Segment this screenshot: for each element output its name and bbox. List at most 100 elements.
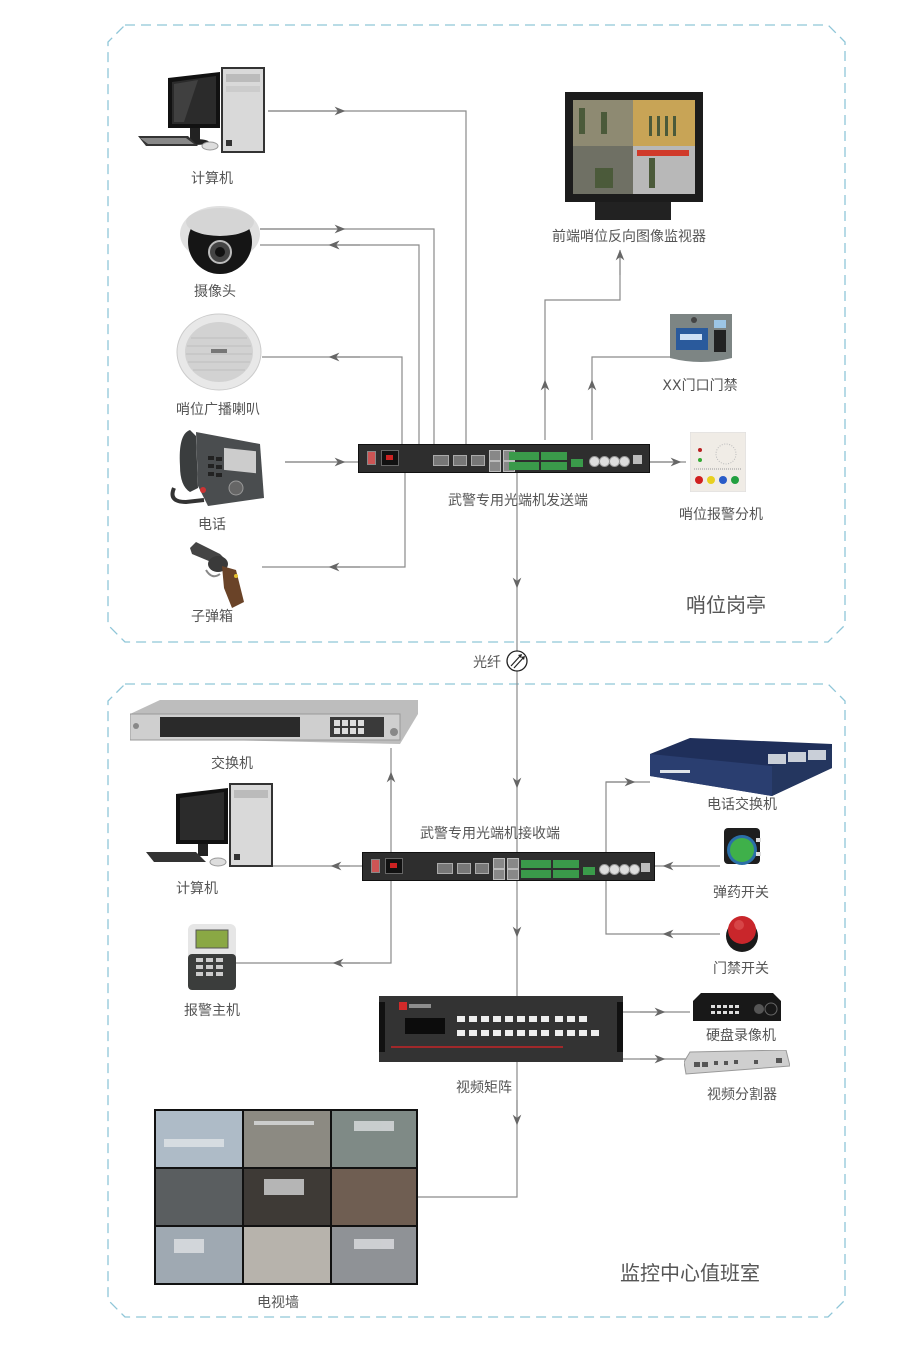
- network-switch-icon: [129, 700, 418, 744]
- video-splitter-device: [683, 1049, 791, 1078]
- front-monitor-label: 前端哨位反向图像监视器: [552, 229, 706, 245]
- ammo-box-device: [186, 540, 246, 610]
- alarm-extension-device: [689, 431, 747, 493]
- center-computer-device: [146, 782, 276, 870]
- power-switch: [367, 451, 376, 465]
- door-switch-device: [722, 910, 762, 954]
- tv-wall-device: [154, 1109, 418, 1285]
- dvr-device: [693, 993, 781, 1023]
- computer-label: 计算机: [191, 171, 233, 187]
- rj45-port-1: [493, 858, 505, 869]
- terminal-block-1: [521, 860, 551, 868]
- db9-port: [437, 863, 453, 874]
- terminal-block-4: [553, 870, 579, 878]
- door-access-device: [670, 314, 732, 364]
- phone-icon: [170, 430, 264, 506]
- video-splitter-icon: [683, 1049, 791, 1075]
- transmitter-device: [358, 444, 650, 473]
- video-splitter-label: 视频分割器: [707, 1087, 777, 1103]
- terminal-block-2: [509, 462, 539, 470]
- alarm-host-label: 报警主机: [184, 1003, 240, 1019]
- alarm-extension-icon: [689, 431, 747, 493]
- front-monitor-device: [565, 92, 703, 222]
- phone-switch-label: 电话交换机: [707, 797, 777, 813]
- alarm-host-device: [188, 924, 236, 990]
- dvr-icon: [693, 993, 781, 1021]
- power-socket: [385, 858, 403, 874]
- bnc-port-4: [629, 864, 640, 875]
- video-matrix-label: 视频矩阵: [456, 1080, 512, 1096]
- terminal-block-5: [583, 867, 595, 875]
- fiber-port-2: [475, 863, 489, 874]
- fiber-port-1: [457, 863, 471, 874]
- wire-camera-out: [260, 228, 435, 444]
- alarm-host-icon: [188, 924, 236, 990]
- fiber-port-2: [471, 455, 485, 466]
- network-switch-device: [129, 698, 418, 748]
- receiver-device: [362, 852, 655, 881]
- door-access-label: XX门口门禁: [662, 378, 738, 394]
- tv-wall-screens: [156, 1111, 416, 1283]
- ammo-switch-device: [720, 826, 764, 870]
- wire-computer: [268, 110, 467, 444]
- wire-alarm-host: [236, 880, 392, 964]
- speaker-icon: [176, 313, 262, 391]
- tv-wall-label: 电视墙: [257, 1295, 299, 1311]
- fiber-port-1: [453, 455, 467, 466]
- fiber-optic-icon: [506, 650, 528, 672]
- center-computer-label: 计算机: [176, 881, 218, 897]
- video-matrix-device: [379, 996, 623, 1062]
- phone-device: [168, 426, 268, 508]
- push-button-icon: [724, 828, 761, 865]
- rj45-port-1: [489, 450, 501, 461]
- fiber-label: 光纤: [473, 655, 501, 671]
- phone-switch-icon: [650, 738, 832, 796]
- wire-phone-switch: [605, 781, 650, 853]
- terminal-block-3: [553, 860, 579, 868]
- terminal-block-3: [541, 452, 567, 460]
- dvr-label: 硬盘录像机: [706, 1028, 776, 1044]
- usb-port: [633, 455, 642, 464]
- terminal-block-1: [509, 452, 539, 460]
- ammo-box-label: 子弹箱: [191, 609, 233, 625]
- transmitter-label: 武警专用光端机发送端: [448, 493, 588, 509]
- wire-ammo-box: [262, 473, 406, 568]
- rj45-port-4: [507, 869, 519, 880]
- phone-label: 电话: [198, 517, 226, 533]
- door-switch-label: 门禁开关: [713, 961, 769, 977]
- db9-port: [433, 455, 449, 466]
- door-access-icon: [670, 314, 732, 362]
- tv-wall-icon: [154, 1109, 418, 1285]
- center-zone-title: 监控中心值班室: [620, 1261, 760, 1285]
- wire-monitor: [544, 250, 621, 440]
- usb-port: [641, 863, 650, 872]
- rj45-port-3: [489, 461, 501, 472]
- wire-speaker: [262, 356, 403, 444]
- center-zone-border: [107, 683, 846, 1318]
- computer-icon: [138, 67, 265, 153]
- alarm-extension-label: 哨位报警分机: [679, 507, 763, 523]
- power-switch: [371, 859, 380, 873]
- computer-icon: [146, 783, 273, 867]
- camera-label: 摄像头: [194, 284, 236, 300]
- rj45-port-3: [493, 869, 505, 880]
- camera-device: [180, 204, 260, 276]
- terminal-block-4: [541, 462, 567, 470]
- network-switch-label: 交换机: [211, 756, 253, 772]
- speaker-label: 哨位广播喇叭: [176, 402, 260, 418]
- monitor-icon: [565, 92, 703, 220]
- wire-door-access: [591, 356, 670, 440]
- computer-device: [138, 66, 268, 156]
- ammo-switch-label: 弹药开关: [713, 885, 769, 901]
- sentry-zone-title: 哨位岗亭: [686, 593, 766, 617]
- power-socket: [381, 450, 399, 466]
- terminal-block-5: [571, 459, 583, 467]
- wire-camera-in: [260, 244, 420, 444]
- phone-switch-device: [650, 738, 832, 796]
- rj45-port-2: [507, 858, 519, 869]
- terminal-block-2: [521, 870, 551, 878]
- bnc-port-4: [619, 456, 630, 467]
- speaker-device: [176, 313, 262, 391]
- receiver-label: 武警专用光端机接收端: [420, 826, 560, 842]
